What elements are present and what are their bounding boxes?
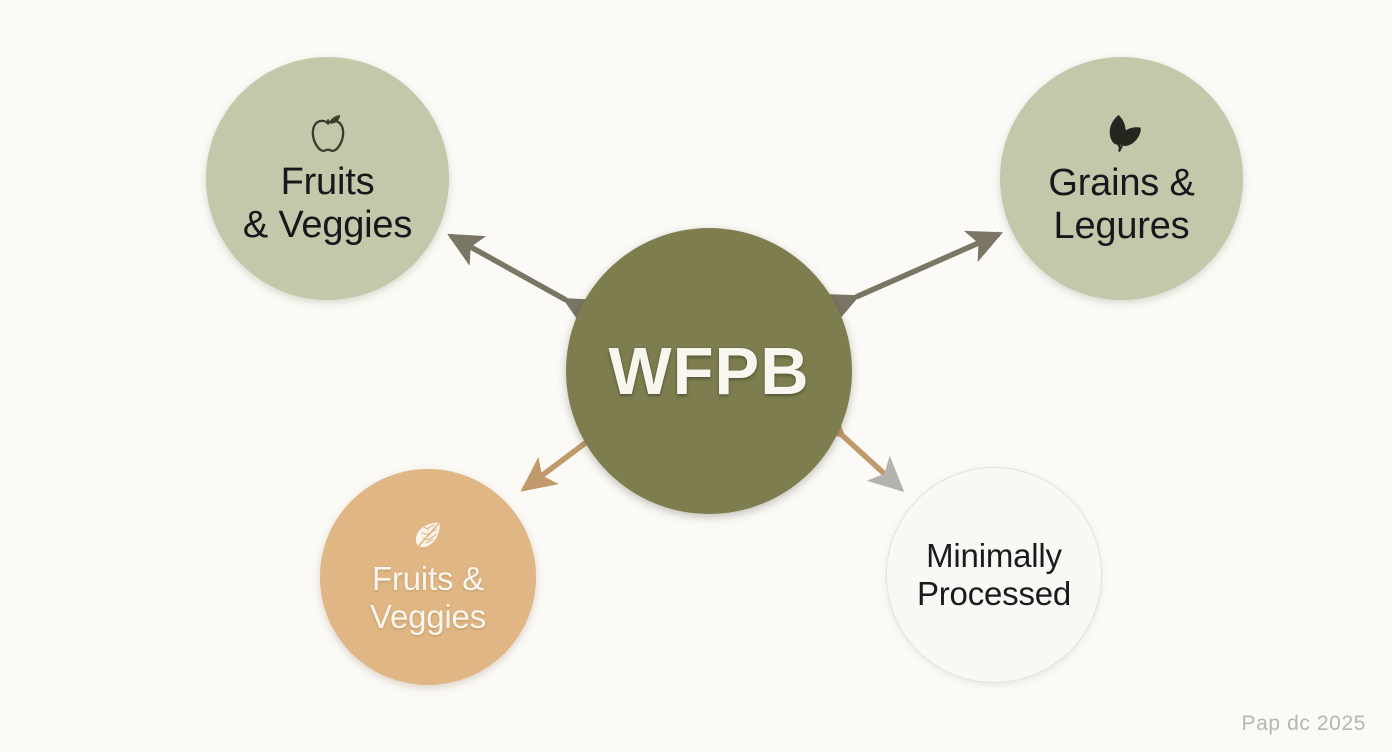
watermark: Pap dc 2025 (1241, 712, 1366, 735)
node-grains-legumes[interactable]: Grains & Legures (1000, 57, 1243, 300)
node-fruits-veggies-tan-label: Fruits & Veggies (369, 560, 487, 635)
node-hub-label: WFPB (608, 333, 810, 409)
node-fruits-veggies-tan[interactable]: Fruits & Veggies (320, 469, 536, 685)
connector-hub-to-fruits-veggies-tan (520, 405, 627, 492)
connector-hub-to-fruits-veggies-green (447, 233, 602, 330)
leaf-light-icon (410, 518, 446, 554)
connector-hub-to-grains-legumes (820, 230, 1004, 326)
node-minimally-processed[interactable]: Minimally Processed (886, 467, 1102, 683)
node-minimally-processed-label: Minimally Processed (916, 536, 1072, 612)
node-hub[interactable]: WFPB (566, 228, 852, 514)
connector-hub-to-minimally-processed (808, 402, 905, 492)
node-grains-legumes-label: Grains & Legures (1048, 161, 1195, 247)
apple-outline-icon (305, 111, 351, 155)
node-fruits-veggies-green[interactable]: Fruits & Veggies (206, 57, 449, 300)
node-fruits-veggies-green-label: Fruits & Veggies (242, 160, 413, 246)
leaves-icon (1099, 110, 1145, 156)
